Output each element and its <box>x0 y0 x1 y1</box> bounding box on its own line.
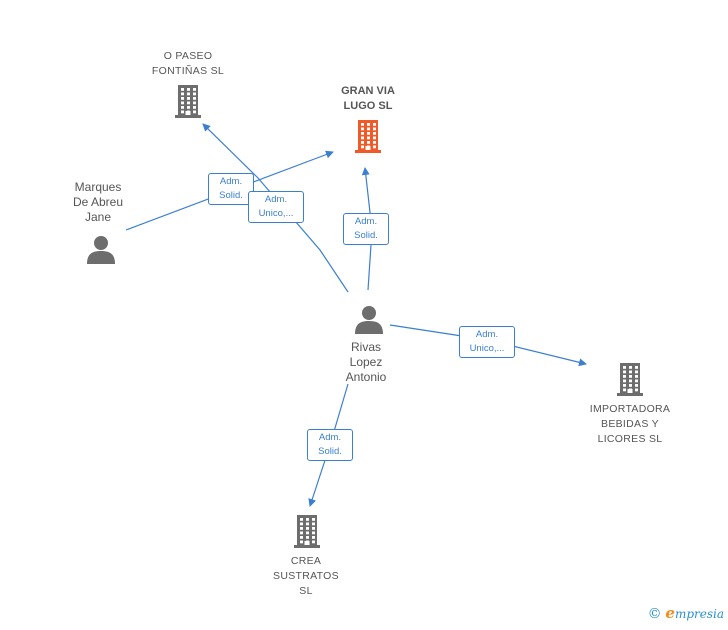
empresia-watermark[interactable]: © empresia <box>648 604 724 622</box>
node-label-gran-via[interactable]: GRAN VIA LUGO SL <box>341 85 395 112</box>
building-icon-gran-via[interactable] <box>352 119 384 153</box>
edge-label-marques-granvia: Adm. Solid. <box>208 173 254 205</box>
brand-name: mpresia <box>674 607 724 621</box>
node-label-crea[interactable]: CREA SUSTRATOS SL <box>273 555 339 597</box>
building-icon-o-paseo[interactable] <box>172 84 204 118</box>
node-label-importadora[interactable]: IMPORTADORA BEBIDAS Y LICORES SL <box>589 403 671 445</box>
edge-label-rivas-importadora: Adm. Unico,... <box>459 326 515 358</box>
edge-label-rivas-crea: Adm. Solid. <box>307 429 353 461</box>
person-icon-marques[interactable] <box>86 234 116 264</box>
node-label-marques[interactable]: Marques De Abreu Jane <box>72 180 124 224</box>
copyright-icon: © <box>647 606 662 622</box>
person-icon-rivas[interactable] <box>354 304 384 334</box>
building-icon-crea[interactable] <box>291 514 323 548</box>
brand-initial: e <box>665 604 675 622</box>
node-label-rivas[interactable]: Rivas Lopez Antonio <box>345 340 387 384</box>
node-label-o-paseo[interactable]: O PASEO FONTIÑAS SL <box>151 50 225 77</box>
building-icon-importadora[interactable] <box>614 362 646 396</box>
edge-label-rivas-opaseo: Adm. Unico,... <box>248 191 304 223</box>
edge-label-rivas-granvia: Adm. Solid. <box>343 213 389 245</box>
